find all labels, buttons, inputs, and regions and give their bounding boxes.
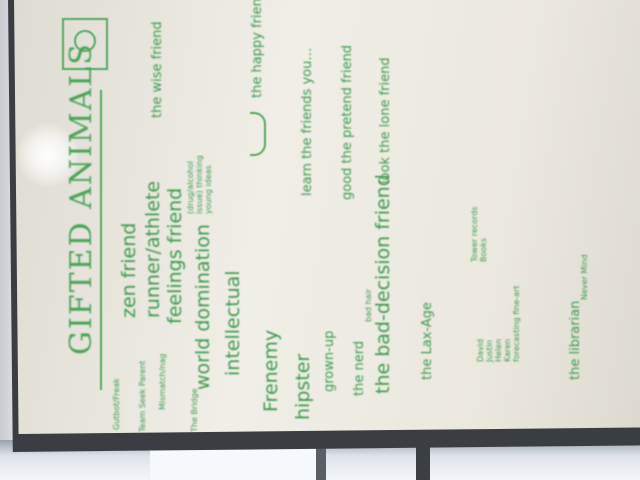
note-librarian: the librarian xyxy=(568,300,583,380)
note-hipster: hipster xyxy=(292,353,314,420)
subnote-names: David Justin Helen Karen forecasting fin… xyxy=(476,285,521,362)
subnote-never-mind: Never Mind xyxy=(580,254,589,300)
note-frenemy: Frenemy xyxy=(260,329,282,412)
note-feelings-friend: feelings friend xyxy=(164,187,186,324)
window-frame xyxy=(316,446,326,480)
note-grown-up: grown-up xyxy=(322,330,337,392)
note-wise-friend: the wise friend xyxy=(150,21,165,118)
note-pretend-friend: good the pretend friend xyxy=(340,44,355,200)
drawn-box-icon xyxy=(62,18,108,70)
note-bad-decision-friend: the bad-decision friend xyxy=(372,174,394,394)
note-team-seek: Team Seek Parent xyxy=(138,360,147,432)
note-mismatch: Mismatch/nag xyxy=(158,353,167,410)
note-lax-age: the Lax-Age xyxy=(420,302,435,380)
note-world-domination: world domination xyxy=(192,224,214,390)
note-bridge: The Bridge xyxy=(190,388,199,433)
subnote-tower-records: Tower records Books xyxy=(470,206,488,262)
subnote-thinking: (drug/alcohol issue) thinking young idea… xyxy=(186,155,213,214)
note-nerd: the nerd xyxy=(352,340,367,396)
light-glare xyxy=(18,120,78,190)
note-zen-friend: zen friend xyxy=(118,222,140,318)
window-post xyxy=(416,446,430,480)
bracket-mark xyxy=(250,112,266,156)
note-runner: runner/athlete xyxy=(142,180,164,318)
note-gutbot: Gutbot/Freak xyxy=(112,378,121,430)
note-happy-friend: the happy friend xyxy=(250,0,265,98)
board-title: GIFTED ANIMALS xyxy=(64,42,99,355)
subnote-bad-hair: bad hair xyxy=(364,288,373,322)
window xyxy=(150,448,320,480)
note-lone-friend: look the lone friend xyxy=(378,57,393,184)
title-divider xyxy=(100,90,102,390)
note-intellectual: intellectual xyxy=(222,270,244,376)
note-learn-friends: learn the friends you… xyxy=(300,47,315,196)
